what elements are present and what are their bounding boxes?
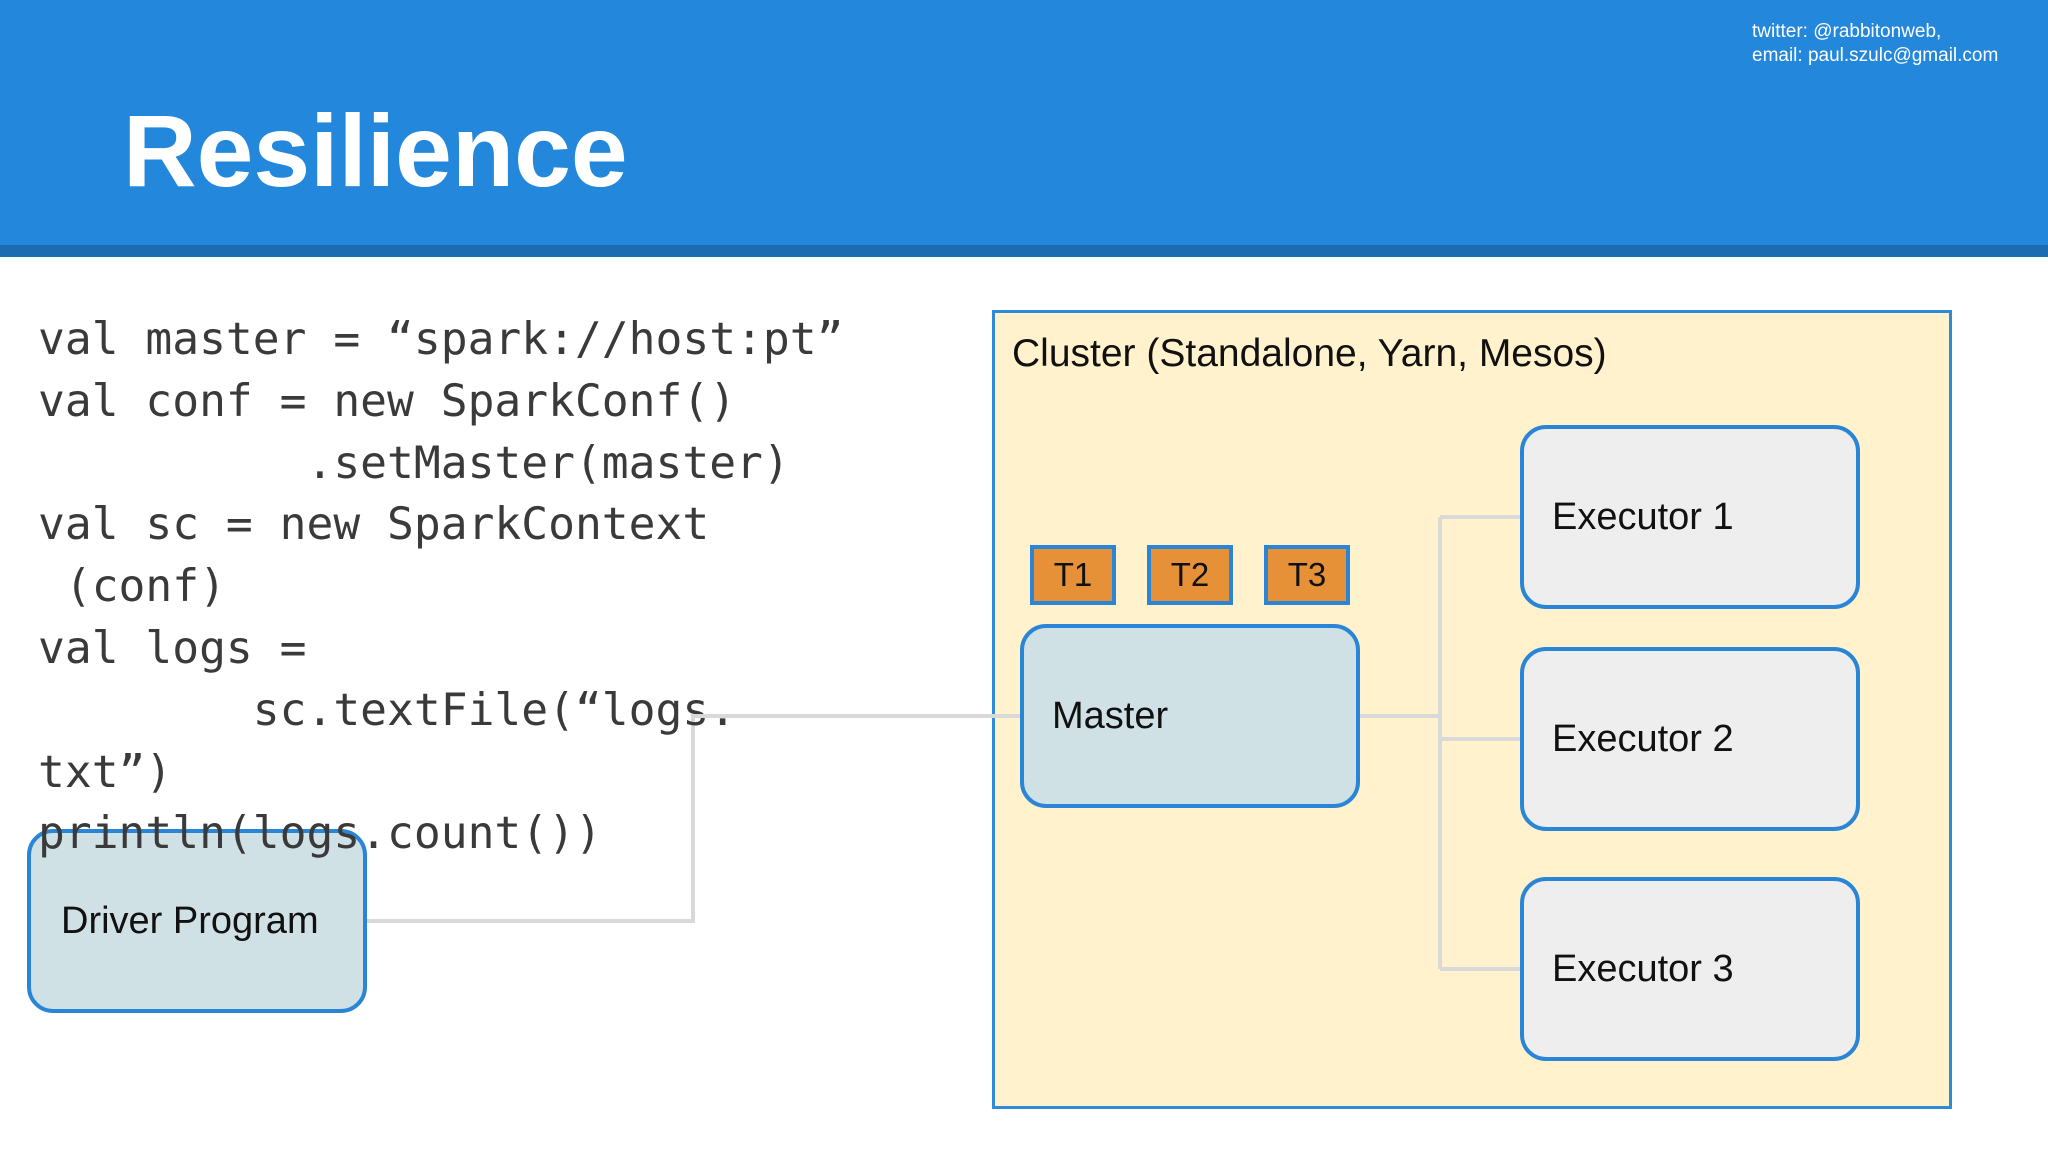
executor-2-label: Executor 2	[1552, 717, 1734, 760]
executor-node-3: Executor 3	[1520, 877, 1860, 1061]
driver-program-label: Driver Program	[61, 899, 319, 942]
author-contact: twitter: @rabbitonweb, email: paul.szulc…	[1752, 20, 1998, 68]
slide-header	[0, 0, 2048, 245]
executor-1-label: Executor 1	[1552, 495, 1734, 538]
task-t3: T3	[1264, 545, 1350, 605]
header-divider	[0, 245, 2048, 257]
contact-email: email: paul.szulc@gmail.com	[1752, 45, 1999, 66]
code-line: txt”)	[38, 745, 173, 798]
master-label: Master	[1052, 694, 1169, 737]
cluster-label: Cluster (Standalone, Yarn, Mesos)	[1012, 332, 1607, 375]
contact-twitter: twitter: @rabbitonweb,	[1752, 21, 1942, 42]
code-line: val logs =	[38, 621, 307, 674]
executor-node-2: Executor 2	[1520, 647, 1860, 831]
code-line: sc.textFile(“logs.	[38, 683, 737, 736]
code-line: (conf)	[38, 560, 226, 613]
code-line: .setMaster(master)	[38, 436, 790, 489]
executor-3-label: Executor 3	[1552, 947, 1734, 990]
task-t1: T1	[1030, 545, 1116, 605]
code-line: val sc = new SparkContext	[38, 498, 710, 551]
task-t2: T2	[1147, 545, 1233, 605]
code-line: val master = “spark://host:pt”	[38, 313, 844, 365]
slide-title: Resilience	[123, 94, 628, 208]
code-line: val conf = new SparkConf()	[38, 374, 737, 427]
driver-program-node: Driver Program	[27, 829, 367, 1013]
executor-node-1: Executor 1	[1520, 425, 1860, 609]
code-block: val master = “spark://host:pt” val conf =…	[38, 309, 843, 865]
code-line: println(logs.count())	[38, 807, 602, 860]
master-node: Master	[1020, 624, 1360, 808]
